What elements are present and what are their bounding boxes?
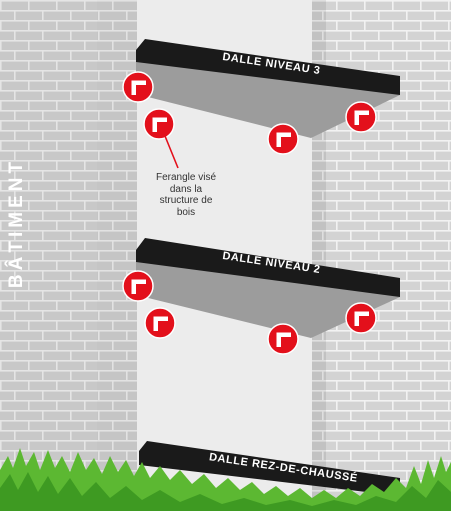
angle-bracket-icon	[267, 123, 299, 155]
angle-bracket-icon	[122, 71, 154, 103]
slab-level-3-underside	[136, 50, 400, 138]
angle-bracket-icon	[345, 302, 377, 334]
angle-bracket-icon	[143, 108, 175, 140]
bracket-callout: Ferangle visé dans la structure de bois	[138, 172, 234, 218]
callout-line: Ferangle visé	[155, 172, 217, 183]
callout-pointer	[164, 135, 179, 169]
building-label: BÂTIMENT	[6, 157, 27, 289]
angle-bracket-icon	[122, 270, 154, 302]
slab-level-3-top	[136, 39, 400, 95]
slab-ground-floor-top	[139, 441, 400, 496]
slab-level-2-underside	[136, 250, 400, 338]
angle-bracket-icon	[144, 307, 176, 339]
callout-line: bois	[176, 206, 196, 218]
angle-bracket-icon	[267, 323, 299, 355]
slab-level-2-top	[136, 238, 400, 297]
callout-line: dans la	[169, 183, 203, 195]
angle-bracket-icon	[345, 101, 377, 133]
callout-line: structure de	[159, 195, 213, 206]
grass	[0, 448, 451, 511]
